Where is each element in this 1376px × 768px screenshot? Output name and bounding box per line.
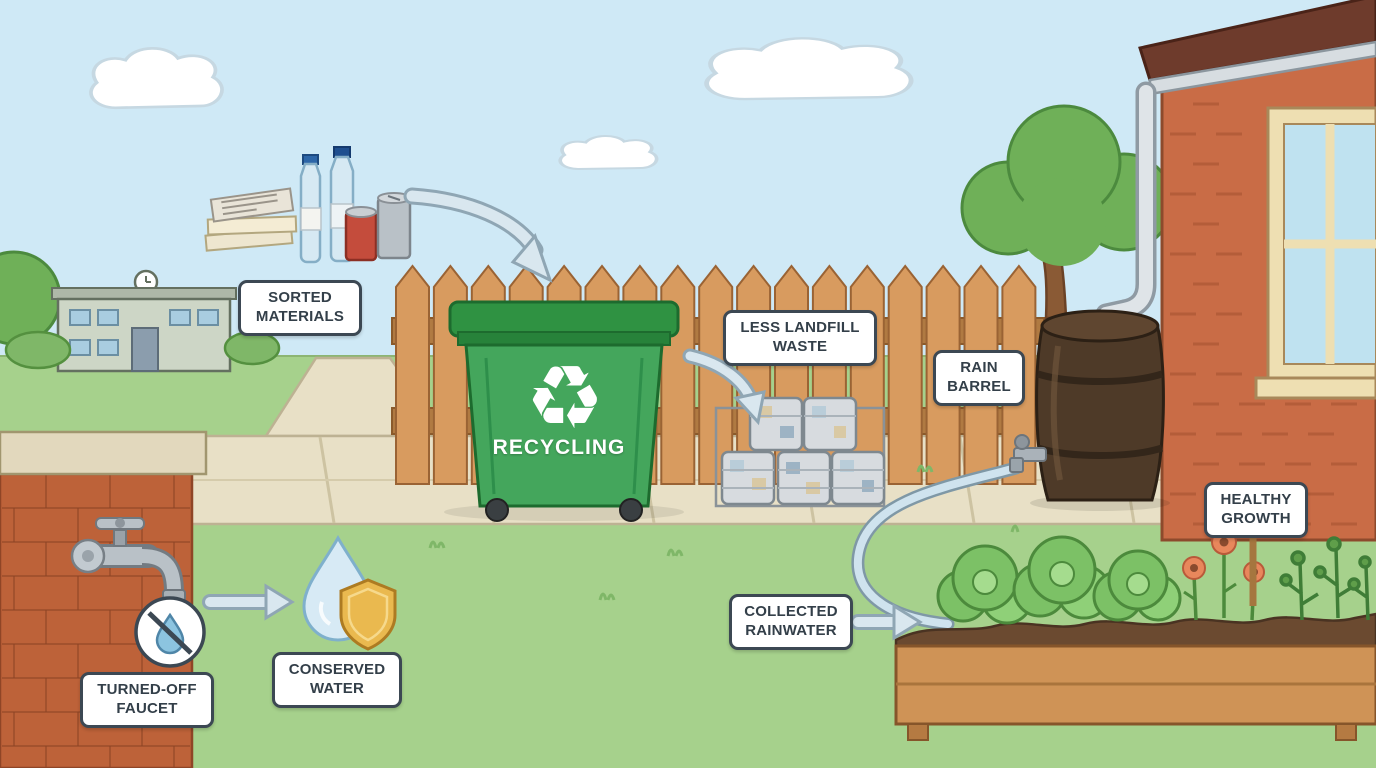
label-less-landfill-waste: LESS LANDFILL WASTE — [723, 310, 877, 366]
arrow-faucet-to-drop — [202, 583, 295, 621]
faucet-icon — [70, 517, 186, 602]
can-icon — [376, 192, 412, 260]
tree — [960, 104, 1174, 320]
wall-cap — [0, 430, 208, 476]
garden-plants — [1279, 536, 1372, 621]
arrow-bin-to-bales — [682, 348, 766, 426]
cloud — [558, 134, 659, 171]
label-conserved-water: CONSERVED WATER — [272, 652, 402, 708]
can-icon — [344, 206, 378, 262]
bin-wheel — [485, 498, 509, 522]
arrow-rainwater-to-garden — [850, 603, 923, 641]
school-building — [51, 269, 237, 373]
label-turned-off-faucet: TURNED-OFF FAUCET — [80, 672, 214, 728]
window-sill — [1254, 376, 1376, 400]
waste-bales — [714, 396, 886, 508]
paper-stack-icon — [204, 187, 298, 252]
recycle-icon: ♻ — [526, 346, 605, 449]
house — [1095, 0, 1376, 542]
no-drip-icon — [134, 596, 206, 668]
label-healthy-growth: HEALTHY GROWTH — [1204, 482, 1308, 538]
label-collected-rainwater: COLLECTED RAINWATER — [729, 594, 853, 650]
bin-wheel — [619, 498, 643, 522]
garden-bed — [894, 529, 1376, 741]
bottle-icon — [299, 154, 322, 264]
label-sorted-materials: SORTED MATERIALS — [238, 280, 362, 336]
downspout-inner — [1099, 85, 1153, 321]
recycling-bin-text: RECYCLING — [492, 436, 626, 459]
bush — [4, 330, 72, 370]
sorted-materials-items — [204, 146, 412, 264]
lettuce — [936, 535, 1182, 625]
soil — [894, 612, 1376, 652]
bush — [223, 330, 281, 366]
recycling-bin: ♻ — [448, 300, 680, 522]
label-rain-barrel: RAIN BARREL — [933, 350, 1025, 406]
grass-tufts — [428, 464, 1020, 601]
arrow-materials-to-bin — [403, 187, 553, 283]
rain-barrel-item — [1009, 309, 1165, 502]
spigot — [1009, 434, 1047, 473]
shield-icon — [339, 578, 397, 651]
